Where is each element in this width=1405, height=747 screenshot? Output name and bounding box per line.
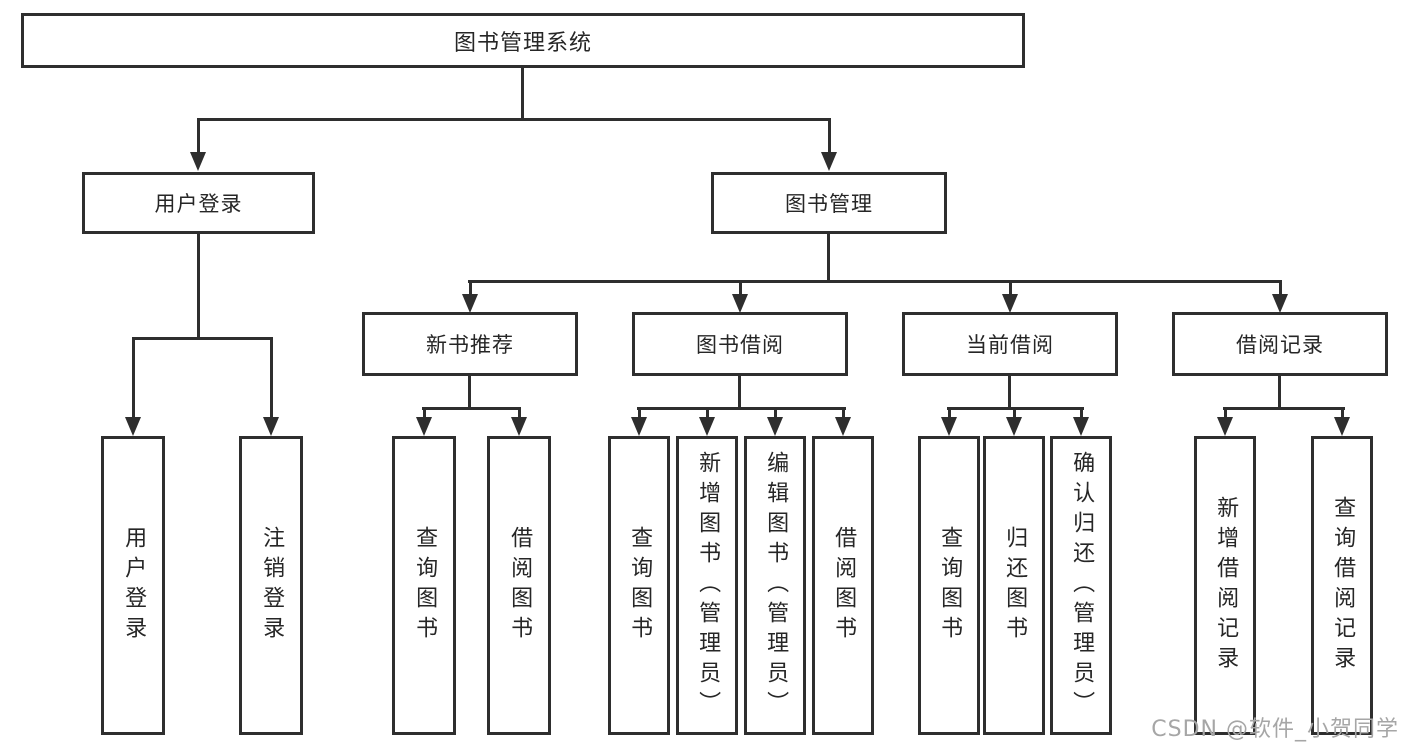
- connector-cur-leaf1-stem: [948, 407, 951, 420]
- leaf-recommend-query-books-label: 查询图书: [412, 525, 438, 646]
- leaf-borrow-borrow-books-label: 借阅图书: [831, 525, 857, 646]
- arrowhead-leaf-login: [125, 417, 141, 436]
- connector-current-arrow-stem: [1009, 280, 1012, 296]
- node-borrowing-records: 借阅记录: [1172, 312, 1388, 376]
- connector-borrowing-arrow-stem: [739, 280, 742, 296]
- arrowhead-cur-leaf2: [1006, 417, 1022, 436]
- leaf-recommend-borrow-books-label: 借阅图书: [507, 525, 533, 646]
- arrowhead-rec-leaf1: [416, 417, 432, 436]
- arrowhead-bor-leaf4: [835, 417, 851, 436]
- leaf-borrow-edit-books-admin-label: 编辑图书（管理员）: [763, 450, 789, 721]
- leaf-logout-label: 注销登录: [259, 525, 285, 646]
- arrowhead-bor-leaf1: [631, 417, 647, 436]
- arrowhead-cur-leaf1: [941, 417, 957, 436]
- arrowhead-recd-leaf1: [1217, 417, 1233, 436]
- leaf-current-confirm-return-admin-label: 确认归还（管理员）: [1069, 450, 1095, 721]
- arrowhead-bor-leaf2: [699, 417, 715, 436]
- connector-rec-leaf2-stem: [518, 407, 521, 420]
- connector-book-mgmt-stem: [827, 234, 830, 282]
- connector-level2-bus: [197, 118, 831, 121]
- connector-level3-bus: [468, 280, 1282, 283]
- node-current-borrowing: 当前借阅: [902, 312, 1118, 376]
- node-new-book-recommendation-label: 新书推荐: [426, 333, 514, 357]
- connector-borrowing-stem: [738, 376, 741, 409]
- leaf-recommend-query-books: 查询图书: [392, 436, 456, 735]
- connector-cur-leaf2-stem: [1013, 407, 1016, 420]
- connector-user-login-arrow-stem: [197, 118, 200, 154]
- node-borrowing-records-label: 借阅记录: [1236, 333, 1324, 357]
- leaf-borrow-query-books: 查询图书: [608, 436, 670, 735]
- node-library-system-label: 图书管理系统: [453, 30, 592, 56]
- node-library-system: 图书管理系统: [21, 13, 1025, 68]
- leaf-current-query-books-label: 查询图书: [937, 525, 963, 646]
- leaf-records-add-record-label: 新增借阅记录: [1213, 495, 1239, 676]
- leaf-recommend-borrow-books: 借阅图书: [487, 436, 551, 735]
- leaf-current-return-books-label: 归还图书: [1002, 525, 1028, 646]
- connector-borrowing-bus: [637, 407, 846, 410]
- connector-rec-leaf1-stem: [423, 407, 426, 420]
- connector-current-stem: [1008, 376, 1011, 409]
- connector-recommend-stem: [468, 376, 471, 409]
- leaf-borrow-borrow-books: 借阅图书: [812, 436, 874, 735]
- node-book-borrowing-label: 图书借阅: [696, 333, 784, 357]
- arrowhead-records: [1272, 294, 1288, 313]
- leaf-records-add-record: 新增借阅记录: [1194, 436, 1256, 735]
- connector-user-login-stem: [197, 234, 200, 339]
- leaf-borrow-add-books-admin: 新增图书（管理员）: [676, 436, 738, 735]
- leaf-borrow-edit-books-admin: 编辑图书（管理员）: [744, 436, 806, 735]
- arrowhead-borrowing: [732, 294, 748, 313]
- connector-recommend-bus: [422, 407, 521, 410]
- node-book-borrowing: 图书借阅: [632, 312, 848, 376]
- leaf-user-login: 用户登录: [101, 436, 165, 735]
- node-current-borrowing-label: 当前借阅: [966, 333, 1054, 357]
- connector-leaf-login-arrow-stem: [132, 337, 135, 418]
- connector-records-arrow-stem: [1279, 280, 1282, 296]
- connector-records-stem: [1278, 376, 1281, 409]
- arrowhead-leaf-logout: [263, 417, 279, 436]
- leaf-current-return-books: 归还图书: [983, 436, 1045, 735]
- leaf-current-query-books: 查询图书: [918, 436, 980, 735]
- arrowhead-cur-leaf3: [1073, 417, 1089, 436]
- connector-cur-leaf3-stem: [1080, 407, 1083, 420]
- connector-root-stem: [521, 68, 524, 120]
- connector-bor-leaf3-stem: [774, 407, 777, 420]
- connector-leaf-logout-arrow-stem: [270, 337, 273, 418]
- connector-recd-leaf1-stem: [1224, 407, 1227, 420]
- node-new-book-recommendation: 新书推荐: [362, 312, 578, 376]
- leaf-borrow-add-books-admin-label: 新增图书（管理员）: [695, 450, 721, 721]
- connector-recommend-arrow-stem: [469, 280, 472, 296]
- arrowhead-rec-leaf2: [511, 417, 527, 436]
- node-book-management-label: 图书管理: [785, 192, 873, 216]
- connector-bor-leaf2-stem: [706, 407, 709, 420]
- leaf-records-query-record: 查询借阅记录: [1311, 436, 1373, 735]
- arrowhead-book-mgmt: [821, 152, 837, 171]
- leaf-current-confirm-return-admin: 确认归还（管理员）: [1050, 436, 1112, 735]
- arrowhead-user-login: [190, 152, 206, 171]
- leaf-logout: 注销登录: [239, 436, 303, 735]
- arrowhead-recd-leaf2: [1334, 417, 1350, 436]
- arrowhead-bor-leaf3: [767, 417, 783, 436]
- leaf-records-query-record-label: 查询借阅记录: [1330, 495, 1356, 676]
- connector-user-login-bus: [132, 337, 273, 340]
- leaf-user-login-label: 用户登录: [121, 525, 147, 646]
- connector-records-bus: [1223, 407, 1345, 410]
- connector-book-mgmt-arrow-stem: [828, 118, 831, 154]
- node-book-management: 图书管理: [711, 172, 947, 234]
- arrowhead-current: [1002, 294, 1018, 313]
- node-user-login: 用户登录: [82, 172, 315, 234]
- leaf-borrow-query-books-label: 查询图书: [627, 525, 653, 646]
- connector-bor-leaf1-stem: [638, 407, 641, 420]
- connector-bor-leaf4-stem: [842, 407, 845, 420]
- arrowhead-recommend: [462, 294, 478, 313]
- csdn-watermark: CSDN @软件_小贺同学: [1151, 717, 1399, 742]
- connector-recd-leaf2-stem: [1341, 407, 1344, 420]
- node-user-login-label: 用户登录: [154, 192, 243, 216]
